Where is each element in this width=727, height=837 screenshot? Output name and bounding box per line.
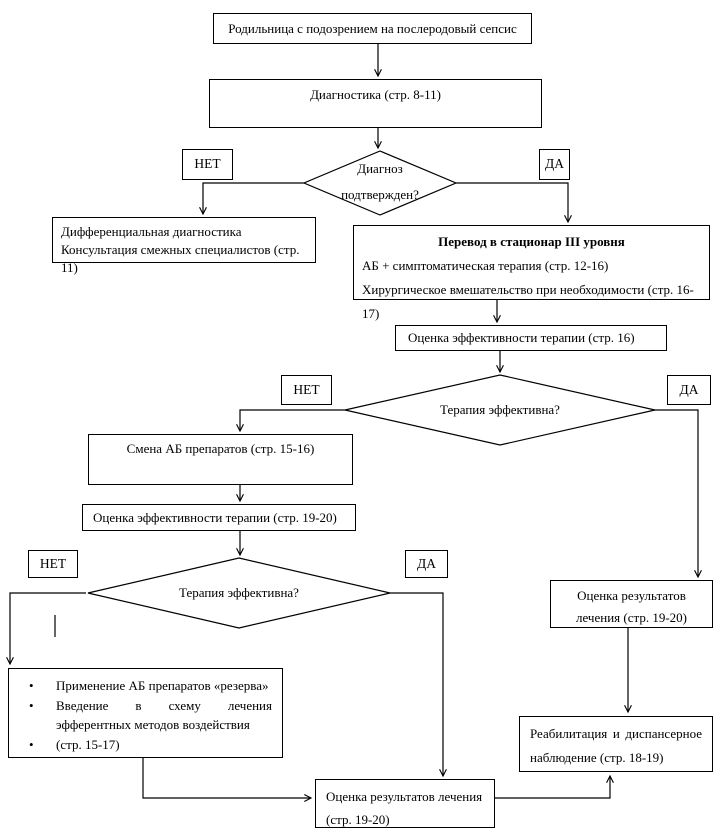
eval1920-label: Оценка эффективности терапии (стр. 19-20… [93, 510, 337, 525]
connector-reserve-to-resultbottom [142, 757, 313, 802]
no-label-box-1: НЕТ [182, 149, 233, 180]
reserve-bullet-2: Введение в схему лечения эфферентных мет… [9, 696, 282, 735]
no-label-3: НЕТ [39, 555, 67, 571]
connector-decision1-no [199, 182, 304, 216]
result-right-line1: Оценка результатов [577, 588, 686, 603]
eval16-label: Оценка эффективности терапии (стр. 16) [408, 330, 635, 345]
change-ab-label: Смена АБ препаратов (стр. 15-16) [126, 441, 315, 456]
yes-label-2: ДА [679, 381, 699, 397]
decision2-label: Терапия эффективна? [440, 402, 560, 417]
transfer-line2: Хирургическое вмешательство при необходи… [362, 282, 694, 321]
result-eval-bottom-box: Оценка результатов лечения (стр. 19-20) [315, 779, 495, 828]
result-right-line2: лечения (стр. 19-20) [576, 610, 687, 625]
yes-label-1: ДА [545, 156, 564, 172]
reserve-bullet-3: (стр. 15-17) [9, 735, 282, 755]
diffdiag-line2: Консультация смежных специалистов (стр. … [61, 242, 300, 275]
result-bottom-line2: (стр. 19-20) [326, 812, 390, 827]
eval-therapy-16-box: Оценка эффективности терапии (стр. 16) [395, 325, 667, 351]
decision3-label: Терапия эффективна? [179, 585, 299, 600]
connector-decision2-yes [655, 409, 702, 579]
rehabilitation-box: Реабилитация и диспансерное наблюдение (… [519, 716, 713, 772]
transfer-hospital-box: Перевод в стационар III уровня АБ + симп… [353, 225, 710, 321]
decision-diagnosis-text: Диагноз подтвержден? [304, 153, 456, 211]
decision1-line1: Диагноз [357, 161, 403, 176]
decision1-line2: подтвержден? [341, 187, 419, 202]
reserve-bullet-list: Применение АБ препаратов «резерва» Введе… [9, 676, 282, 754]
change-ab-box: Смена АБ препаратов (стр. 15-16) [88, 434, 353, 485]
yes-label-box-2: ДА [667, 375, 711, 405]
no-label-1: НЕТ [194, 156, 221, 172]
yes-label-box-1: ДА [539, 149, 570, 180]
eval-therapy-19-20-box: Оценка эффективности терапии (стр. 19-20… [82, 504, 356, 531]
decision-therapy1-text: Терапия эффективна? [400, 399, 600, 421]
connector-resultbottom-to-rehab [495, 774, 614, 799]
connector-decision2-no [236, 409, 345, 433]
yes-label-3: ДА [417, 555, 436, 571]
connector-decision3-yes [390, 592, 447, 778]
connector-decision3-no [6, 592, 86, 666]
diffdiag-line1: Дифференциальная диагностика [61, 224, 242, 239]
differential-diagnostics-box: Дифференциальная диагностика Консультаци… [52, 217, 316, 275]
result-eval-right-box: Оценка результатов лечения (стр. 19-20) [550, 580, 713, 628]
diagnostics-label: Диагностика (стр. 8-11) [310, 87, 441, 102]
start-box: Родильница с подозрением на послеродовый… [213, 13, 532, 44]
transfer-title: Перевод в стационар III уровня [438, 234, 625, 249]
start-label: Родильница с подозрением на послеродовый… [228, 20, 517, 36]
reserve-measures-box: Применение АБ препаратов «резерва» Введе… [8, 668, 283, 758]
rehab-line1: Реабилитация и диспансерное [530, 726, 702, 741]
rehab-line2: наблюдение (стр. 18-19) [530, 750, 664, 765]
connector-decision1-yes [456, 182, 572, 224]
decision-therapy2-text: Терапия эффективна? [139, 582, 339, 604]
diagnostics-box: Диагностика (стр. 8-11) [209, 79, 542, 128]
no-label-2: НЕТ [293, 381, 320, 397]
transfer-line1: АБ + симптоматическая терапия (стр. 12-1… [362, 258, 609, 273]
no-label-box-2: НЕТ [281, 375, 332, 405]
result-bottom-line1: Оценка результатов лечения [326, 789, 483, 804]
no-label-box-3: НЕТ [28, 550, 78, 578]
reserve-bullet-1: Применение АБ препаратов «резерва» [9, 676, 282, 696]
yes-label-box-3: ДА [405, 550, 448, 578]
